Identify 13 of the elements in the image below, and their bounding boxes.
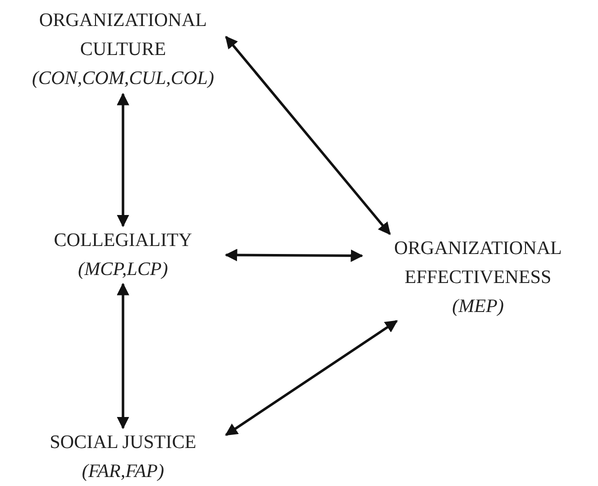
- node-title: SOCIAL JUSTICE: [48, 431, 198, 455]
- node-title: ORGANIZATIONAL CULTURE: [38, 9, 208, 62]
- double-arrow: [116, 92, 130, 228]
- node-subtitle: (CON,COM,CUL,COL): [30, 67, 216, 91]
- node-title: COLLEGIALITY: [52, 229, 194, 253]
- node-subtitle: (MEP): [451, 295, 505, 319]
- node-subtitle: (FAR,FAP): [80, 460, 166, 484]
- node-title: ORGANIZATIONAL EFFECTIVENESS: [393, 237, 563, 290]
- double-arrow: [224, 320, 398, 436]
- double-arrow: [224, 248, 364, 262]
- double-arrow: [116, 282, 130, 430]
- double-arrow: [225, 36, 391, 235]
- node-subtitle: (MCP,LCP): [77, 258, 169, 282]
